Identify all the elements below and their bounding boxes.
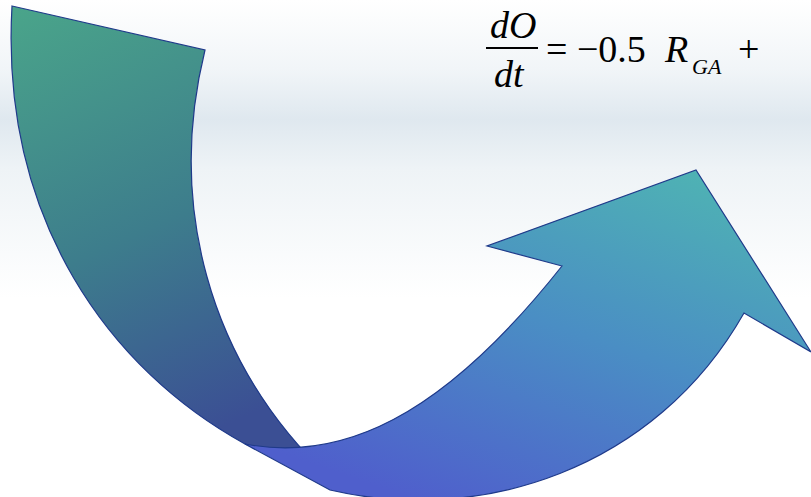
equation-subscript: GA — [692, 56, 721, 78]
equation-operator: + — [738, 30, 759, 68]
ribbon-head — [245, 170, 811, 497]
ribbon-tail — [11, 6, 330, 478]
equation-variable: R — [665, 30, 688, 68]
equation-numerator: dO — [490, 6, 536, 44]
fraction-bar — [486, 47, 538, 49]
equation-term: = −0.5 — [546, 30, 646, 68]
equation-denominator: dt — [494, 55, 524, 93]
